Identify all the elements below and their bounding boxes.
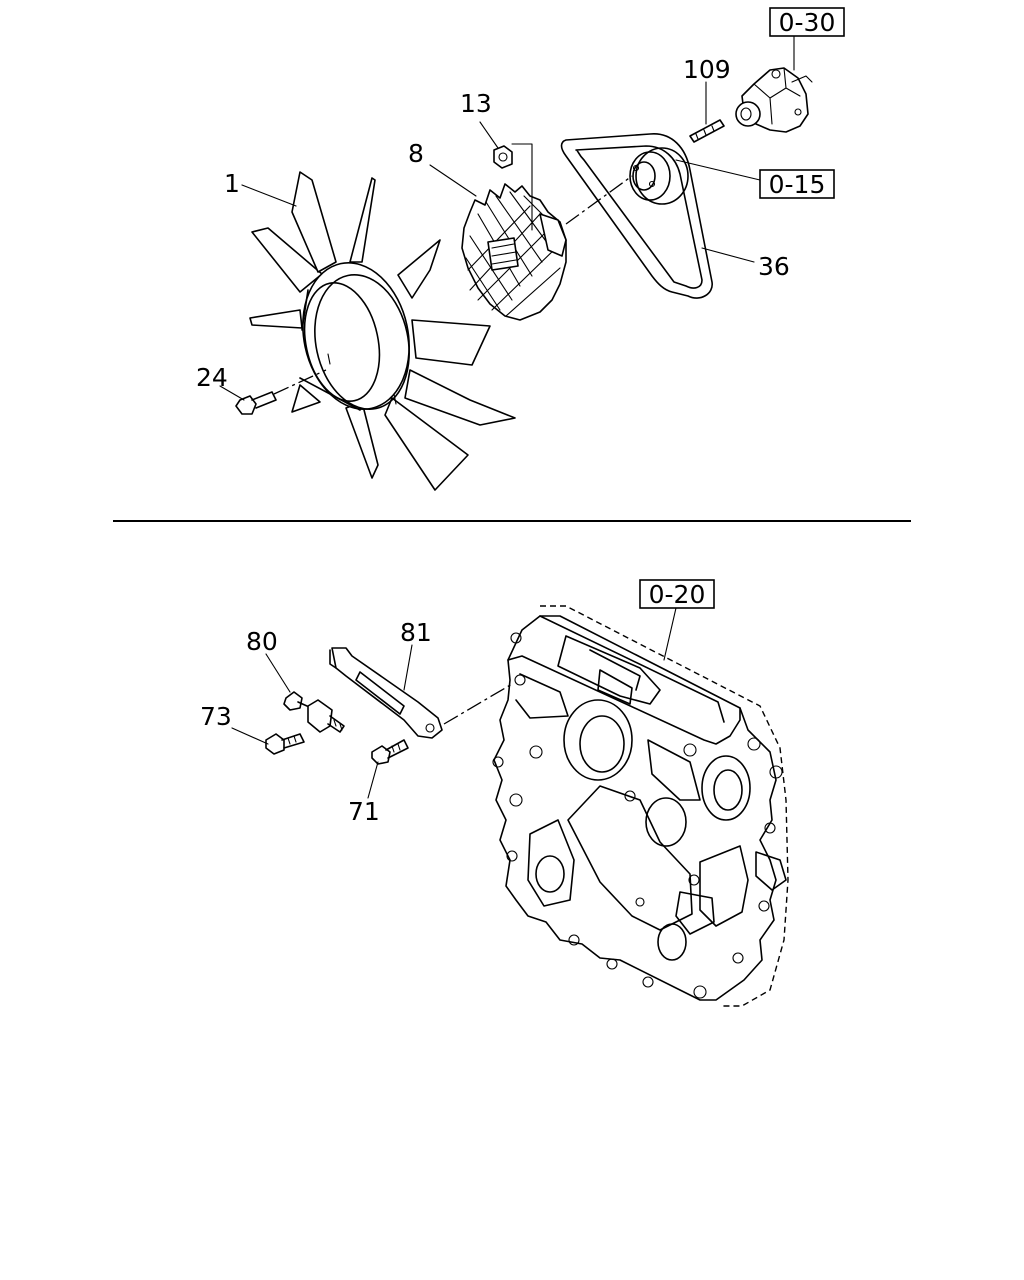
adjusting-plate (329, 647, 513, 739)
reference-box-0-30: 0-30 (769, 7, 845, 37)
cooling-fan (249, 171, 516, 491)
svg-text:0-15: 0-15 (769, 170, 826, 199)
fan-bolt (235, 369, 327, 415)
bolt-73 (265, 733, 305, 755)
callout-81: 81 (400, 618, 432, 647)
svg-text:0-30: 0-30 (779, 8, 836, 37)
drive-belt (560, 133, 713, 299)
water-pump (735, 67, 813, 133)
bottom-leader-lines (231, 607, 677, 799)
adjust-bolt-assembly (283, 691, 345, 733)
fan-pulley (629, 147, 689, 205)
reference-box-0-20: 0-20 (639, 579, 715, 609)
callout-1: 1 (224, 169, 240, 198)
svg-text:0-20: 0-20 (649, 580, 706, 609)
top-leader-lines (219, 35, 795, 401)
clutch-nut (493, 143, 533, 231)
callout-109: 109 (683, 55, 731, 84)
callout-24: 24 (196, 363, 228, 392)
timing-gear-case (492, 605, 789, 1007)
callout-36: 36 (758, 252, 790, 281)
bolt-71 (371, 739, 409, 765)
pump-stud (689, 119, 725, 143)
callout-73: 73 (200, 702, 232, 731)
callout-71: 71 (348, 797, 380, 826)
callout-8: 8 (408, 139, 424, 168)
reference-box-0-15: 0-15 (759, 169, 835, 199)
fan-clutch (461, 175, 633, 321)
callout-13: 13 (460, 89, 492, 118)
callout-80: 80 (246, 627, 278, 656)
